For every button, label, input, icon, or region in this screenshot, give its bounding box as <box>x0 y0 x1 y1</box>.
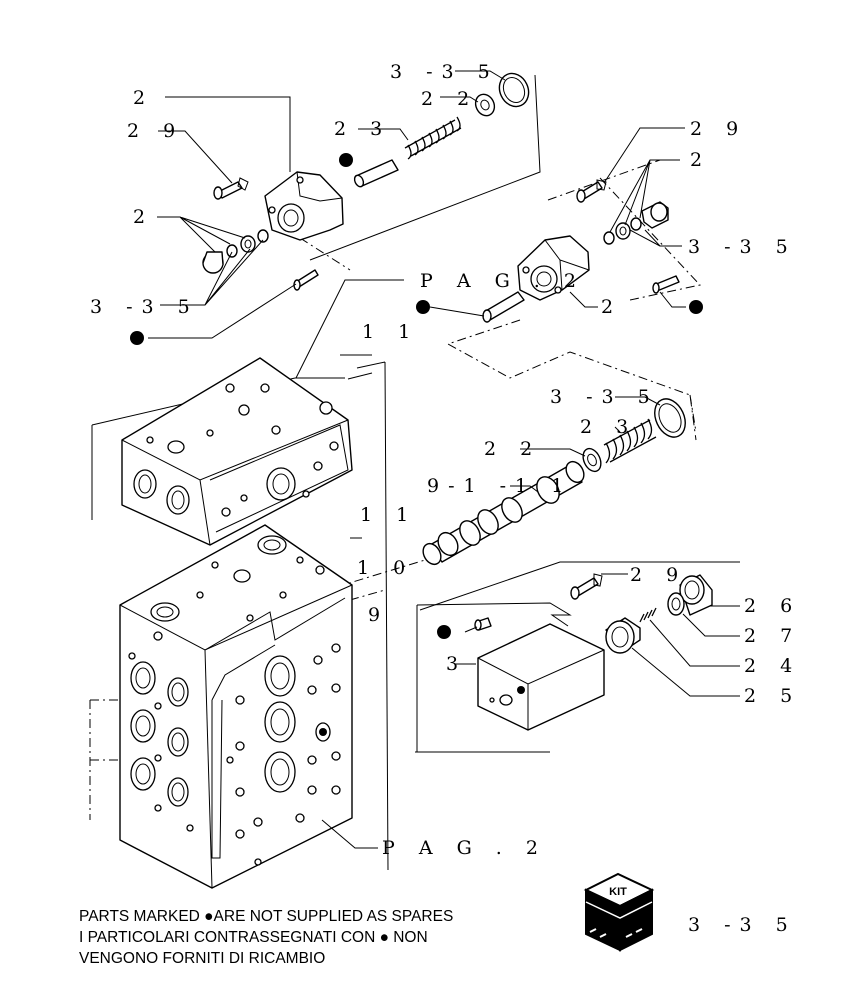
main-valve-block <box>89 524 386 889</box>
top-left-cover-group <box>130 70 541 345</box>
kit-box-icon <box>583 872 655 952</box>
callout-spool-23: 2 3 <box>580 416 637 438</box>
callout-top-23: 2 3 <box>334 118 391 140</box>
note-line-1: PARTS MARKED ●ARE NOT SUPPLIED AS SPARES <box>79 908 453 925</box>
callout-label-10: 1 0 <box>357 557 414 579</box>
callout-sol-29: 2 9 <box>630 564 687 586</box>
callout-right-335: 3 -3 5 <box>688 236 797 258</box>
callout-spool-label: 9-1 -1 1 <box>427 475 572 497</box>
callout-spool-22: 2 2 <box>484 438 541 460</box>
callout-pag2-bottom: P A G . 2 <box>382 837 547 859</box>
note-line-3: VENGONO FORNITI DI RICAMBIO <box>79 950 325 967</box>
spring-23 <box>404 116 462 160</box>
callout-sol-26: 2 6 <box>744 595 801 617</box>
spool-assembly <box>299 396 686 599</box>
callout-top-29-left: 2 9 <box>127 120 184 142</box>
solenoid-group <box>415 561 740 753</box>
callout-pag2-top: P A G . 2 <box>420 270 585 292</box>
callout-sol-27: 2 7 <box>744 625 801 647</box>
callout-right-2-bottom: 2 <box>601 296 622 318</box>
callout-right-29: 2 9 <box>690 118 747 140</box>
upper-valve-block <box>91 354 389 871</box>
callout-label-9: 9 <box>368 604 389 626</box>
callout-top-22: 2 2 <box>421 88 478 110</box>
top-right-cover-group <box>295 127 703 441</box>
callout-label-11-b: 1 1 <box>360 504 417 526</box>
callout-right-2: 2 <box>690 149 711 171</box>
callout-top-2: 2 <box>133 87 154 109</box>
callout-spool-335: 3 -3 5 <box>550 386 659 408</box>
note-line-2: I PARTICOLARI CONTRASSEGNATI CON ● NON <box>79 929 428 946</box>
callout-sol-3: 3 <box>446 653 467 675</box>
kit-label: KIT <box>609 886 627 898</box>
callout-sol-24: 2 4 <box>744 655 801 677</box>
callout-top-335-left: 3 -3 5 <box>90 296 199 318</box>
callout-label-11-a: 1 1 <box>362 321 419 343</box>
callout-top-2-left: 2 <box>133 206 154 228</box>
callout-top-335: 3 -3 5 <box>390 61 499 83</box>
kit-code: 3 -3 5 <box>688 914 797 936</box>
callout-sol-25: 2 5 <box>744 685 801 707</box>
